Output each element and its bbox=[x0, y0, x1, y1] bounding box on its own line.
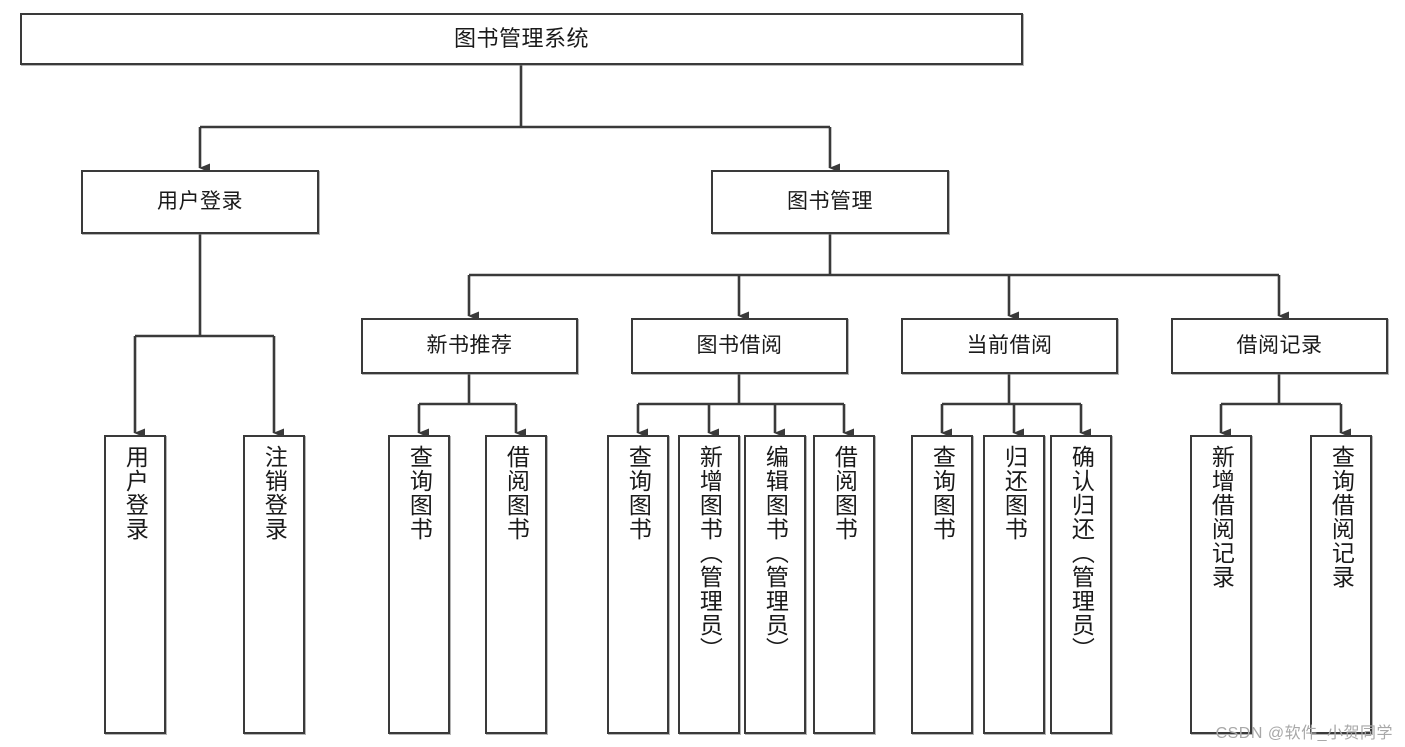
node-level2-2[interactable]: 图书管理 bbox=[711, 170, 949, 234]
node-label: 新增借阅记录 bbox=[1208, 445, 1235, 589]
node-label: 借阅图书 bbox=[503, 445, 530, 541]
node-leaf-3[interactable]: 查询图书 bbox=[388, 435, 450, 734]
node-leaf-5[interactable]: 查询图书 bbox=[607, 435, 669, 734]
node-label: 图书管理 bbox=[787, 189, 873, 213]
node-label: 图书管理系统 bbox=[453, 26, 589, 52]
node-leaf-9[interactable]: 查询图书 bbox=[911, 435, 973, 734]
node-leaf-4[interactable]: 借阅图书 bbox=[485, 435, 547, 734]
node-leaf-8[interactable]: 借阅图书 bbox=[813, 435, 875, 734]
node-label: 编辑图书（管理员） bbox=[762, 445, 789, 661]
node-leaf-10[interactable]: 归还图书 bbox=[983, 435, 1045, 734]
node-leaf-12[interactable]: 新增借阅记录 bbox=[1190, 435, 1252, 734]
node-level3-1[interactable]: 新书推荐 bbox=[361, 318, 578, 374]
node-label: 注销登录 bbox=[261, 445, 288, 541]
node-leaf-11[interactable]: 确认归还（管理员） bbox=[1050, 435, 1112, 734]
node-leaf-1[interactable]: 用户登录 bbox=[104, 435, 166, 734]
node-level3-2[interactable]: 图书借阅 bbox=[631, 318, 848, 374]
node-label: 确认归还（管理员） bbox=[1068, 445, 1095, 661]
node-label: 当前借阅 bbox=[966, 333, 1053, 357]
node-label: 查询借阅记录 bbox=[1328, 445, 1355, 589]
node-label: 图书借阅 bbox=[696, 333, 783, 357]
node-leaf-2[interactable]: 注销登录 bbox=[243, 435, 305, 734]
node-label: 查询图书 bbox=[625, 445, 652, 541]
node-label: 查询图书 bbox=[929, 445, 956, 541]
node-label: 用户登录 bbox=[157, 189, 243, 213]
node-label: 查询图书 bbox=[406, 445, 433, 541]
node-level2-1[interactable]: 用户登录 bbox=[81, 170, 319, 234]
node-label: 新增图书（管理员） bbox=[696, 445, 723, 661]
node-label: 借阅记录 bbox=[1236, 333, 1323, 357]
node-label: 归还图书 bbox=[1001, 445, 1028, 541]
node-leaf-7[interactable]: 编辑图书（管理员） bbox=[744, 435, 806, 734]
node-label: 新书推荐 bbox=[426, 333, 513, 357]
node-label: 用户登录 bbox=[122, 445, 149, 541]
node-root[interactable]: 图书管理系统 bbox=[20, 13, 1023, 65]
node-level3-4[interactable]: 借阅记录 bbox=[1171, 318, 1388, 374]
node-level3-3[interactable]: 当前借阅 bbox=[901, 318, 1118, 374]
node-label: 借阅图书 bbox=[831, 445, 858, 541]
node-leaf-13[interactable]: 查询借阅记录 bbox=[1310, 435, 1372, 734]
node-leaf-6[interactable]: 新增图书（管理员） bbox=[678, 435, 740, 734]
